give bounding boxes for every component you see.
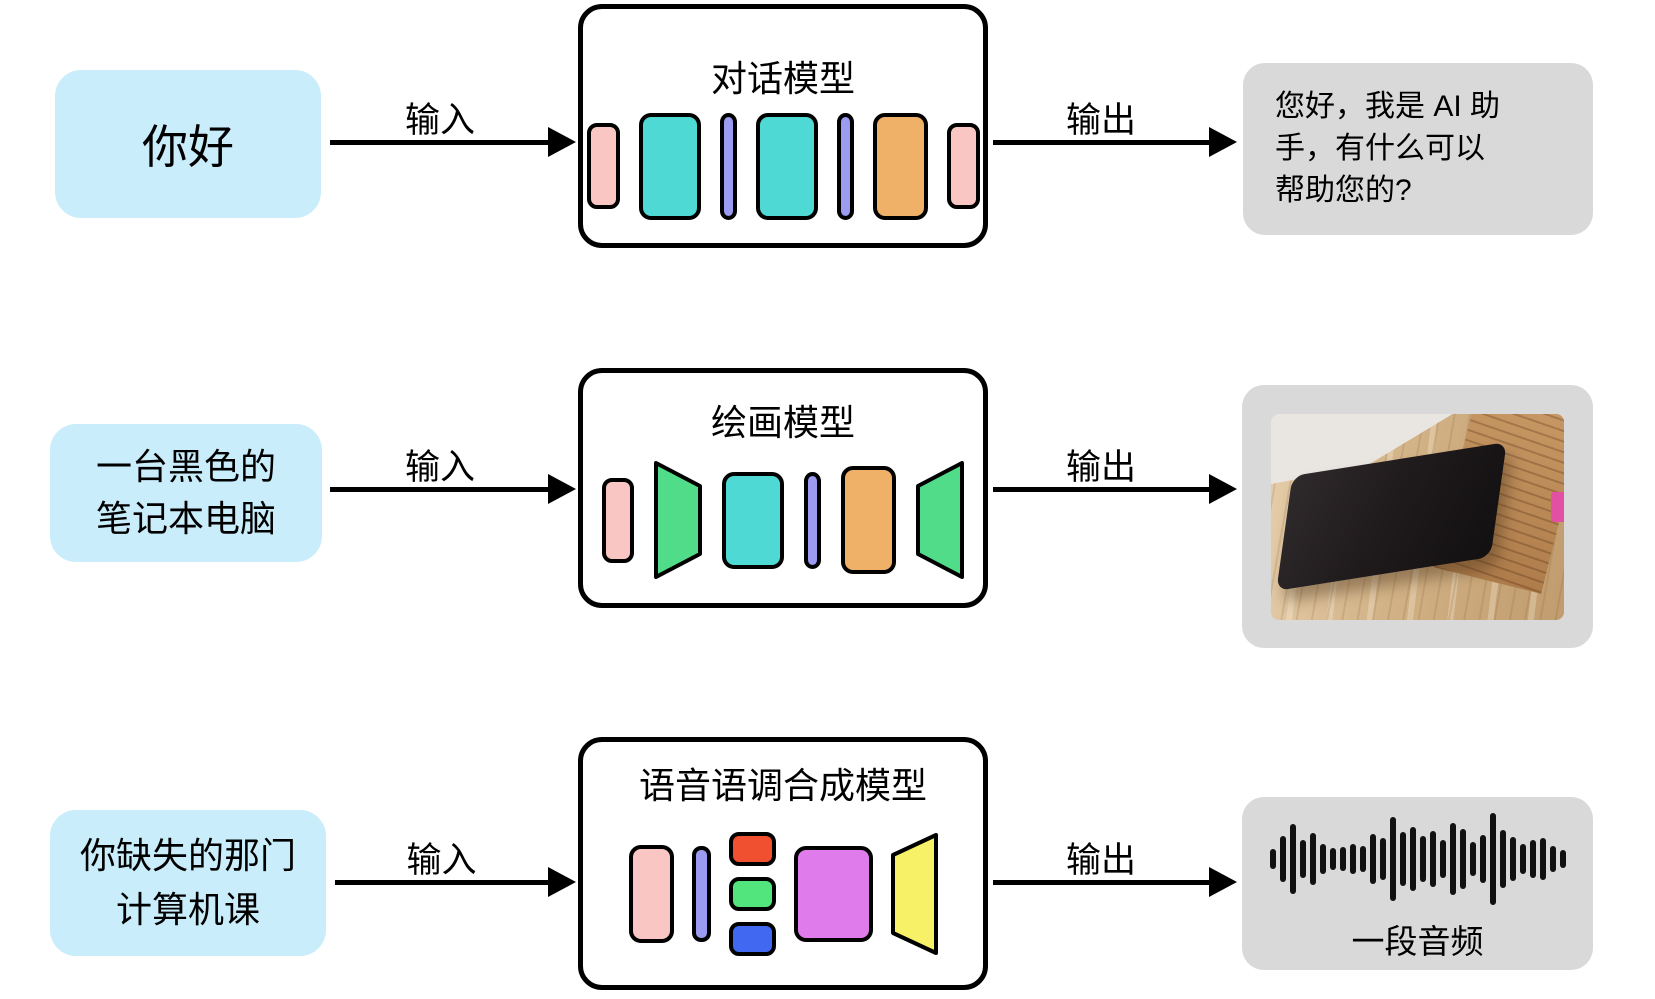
output-arrowhead-icon (1209, 474, 1237, 504)
audio-caption: 一段音频 (1351, 922, 1484, 960)
input-arrowhead-icon (548, 867, 576, 897)
output-arrow-label: 输出 (1065, 841, 1136, 880)
model-block (841, 466, 896, 574)
output-arrowhead-icon (1209, 867, 1237, 897)
waveform-bar (1299, 839, 1306, 878)
waveform-bar (1409, 826, 1416, 891)
waveform-bar (1469, 841, 1476, 876)
model-block (916, 461, 964, 579)
waveform-bar (1509, 836, 1516, 881)
model-title: 语音语调合成模型 (638, 765, 927, 806)
input-arrowhead-icon (548, 474, 576, 504)
model-block (586, 123, 620, 209)
output-arrow-label: 输出 (1065, 448, 1136, 487)
waveform-bar (1499, 829, 1506, 888)
waveform-bar (1419, 835, 1426, 882)
model-block (890, 832, 938, 955)
model-block (728, 831, 776, 956)
drawing-model-box: 绘画模型 (578, 368, 988, 608)
output-arrow (993, 880, 1209, 885)
model-block (628, 844, 674, 943)
model-block (793, 845, 873, 942)
input-bubble-hello: 你好 (55, 70, 321, 218)
waveform-bar (1279, 835, 1286, 882)
input-arrow (335, 880, 548, 885)
model-block (836, 112, 854, 220)
input-arrow-label: 输入 (404, 448, 475, 487)
waveform-bar (1359, 845, 1366, 872)
waveform-bar (1289, 823, 1296, 894)
dialogue-model-box: 对话模型 (578, 4, 988, 248)
waveform-bar (1349, 843, 1356, 874)
waveform-bar (1439, 839, 1446, 878)
model-block (755, 112, 818, 220)
input-arrow-label: 输入 (406, 841, 477, 880)
input-arrow (330, 140, 548, 145)
model-block (722, 471, 784, 569)
model-block (602, 477, 634, 563)
chat-reply-text: 您好，我是 AI 助 手，有什么可以 帮助您的? (1275, 90, 1501, 207)
model-block (872, 112, 928, 220)
waveform-bar (1549, 845, 1556, 872)
waveform-bar (1309, 832, 1316, 885)
waveform-bar (1379, 837, 1386, 880)
waveform-bar (1459, 828, 1466, 889)
output-audio-card: 一段音频 (1242, 797, 1593, 970)
model-title: 对话模型 (710, 58, 855, 99)
waveform-bar (1529, 839, 1536, 878)
black-laptop-on-wood-floor-photo (1271, 414, 1564, 620)
model-block (654, 461, 702, 579)
speech-synthesis-model-box: 语音语调合成模型 (578, 737, 988, 990)
model-title: 绘画模型 (710, 402, 855, 443)
waveform-bar (1539, 837, 1546, 880)
model-block (946, 123, 980, 209)
model-blocks (583, 445, 983, 603)
model-blocks (583, 101, 983, 243)
output-arrow (993, 140, 1209, 145)
waveform-bar (1319, 843, 1326, 874)
output-arrowhead-icon (1209, 127, 1237, 157)
output-bubble-chat-reply: 您好，我是 AI 助 手，有什么可以 帮助您的? (1243, 63, 1593, 235)
input-bubble-laptop-prompt: 一台黑色的 笔记本电脑 (50, 424, 322, 562)
waveform-bar (1449, 822, 1456, 895)
model-block (638, 112, 701, 220)
waveform-bar (1389, 816, 1396, 901)
model-block (719, 112, 737, 220)
waveform-bar (1429, 830, 1436, 887)
output-arrow (993, 487, 1209, 492)
photo-pink-object (1551, 492, 1564, 523)
waveform-bar (1369, 833, 1376, 884)
output-arrow-label: 输出 (1065, 101, 1136, 140)
audio-waveform-icon (1269, 805, 1566, 913)
waveform-bar (1329, 847, 1336, 870)
input-arrow (330, 487, 548, 492)
waveform-bar (1479, 834, 1486, 883)
waveform-bar (1269, 848, 1276, 869)
waveform-bar (1559, 849, 1566, 868)
waveform-bar (1339, 846, 1346, 871)
waveform-bar (1519, 843, 1526, 874)
input-bubble-course-prompt: 你缺失的那门 计算机课 (50, 810, 326, 956)
input-arrowhead-icon (548, 127, 576, 157)
waveform-bar (1399, 831, 1406, 886)
model-block (691, 845, 711, 942)
model-block (804, 471, 821, 569)
waveform-bar (1489, 812, 1496, 905)
input-arrow-label: 输入 (404, 101, 475, 140)
model-blocks (583, 808, 983, 985)
